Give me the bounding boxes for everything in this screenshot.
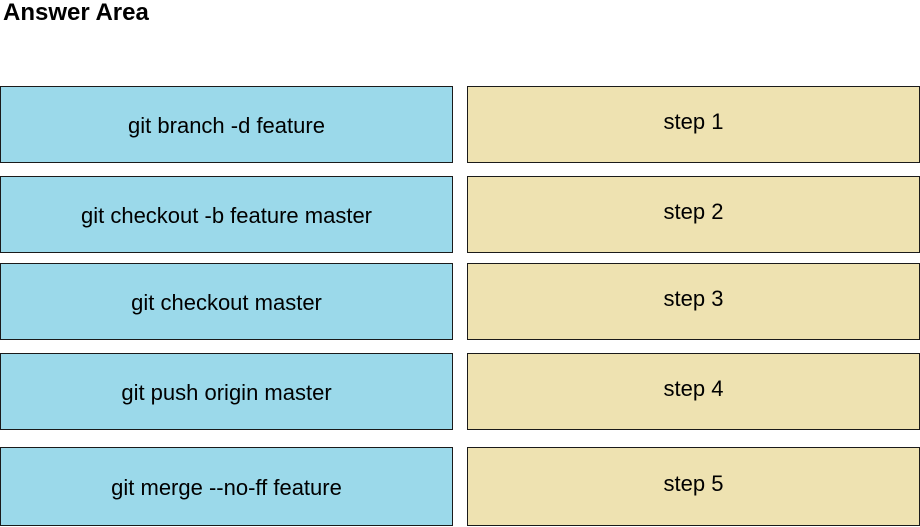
step-slot[interactable]: step 3 — [467, 263, 920, 340]
command-label: git checkout master — [131, 289, 322, 315]
step-label: step 1 — [663, 108, 724, 134]
step-label: step 4 — [663, 375, 724, 401]
step-slot[interactable]: step 5 — [467, 447, 920, 526]
step-label: step 3 — [663, 285, 724, 311]
step-label: step 2 — [663, 198, 724, 224]
step-slot[interactable]: step 4 — [467, 353, 920, 430]
command-label: git checkout -b feature master — [80, 202, 373, 228]
command-label: git branch -d feature — [128, 112, 325, 138]
step-label: step 5 — [663, 470, 724, 496]
command-tile[interactable]: git branch -d feature — [0, 86, 453, 163]
step-slot[interactable]: step 1 — [467, 86, 920, 163]
command-label: git push origin master — [121, 379, 332, 405]
answer-area-title: Answer Area — [3, 0, 149, 26]
command-label: git merge --no-ff feature — [111, 474, 342, 500]
command-tile[interactable]: git merge --no-ff feature — [0, 447, 453, 526]
step-slot[interactable]: step 2 — [467, 176, 920, 253]
command-tile[interactable]: git checkout master — [0, 263, 453, 340]
command-tile[interactable]: git push origin master — [0, 353, 453, 430]
command-tile[interactable]: git checkout -b feature master — [0, 176, 453, 253]
